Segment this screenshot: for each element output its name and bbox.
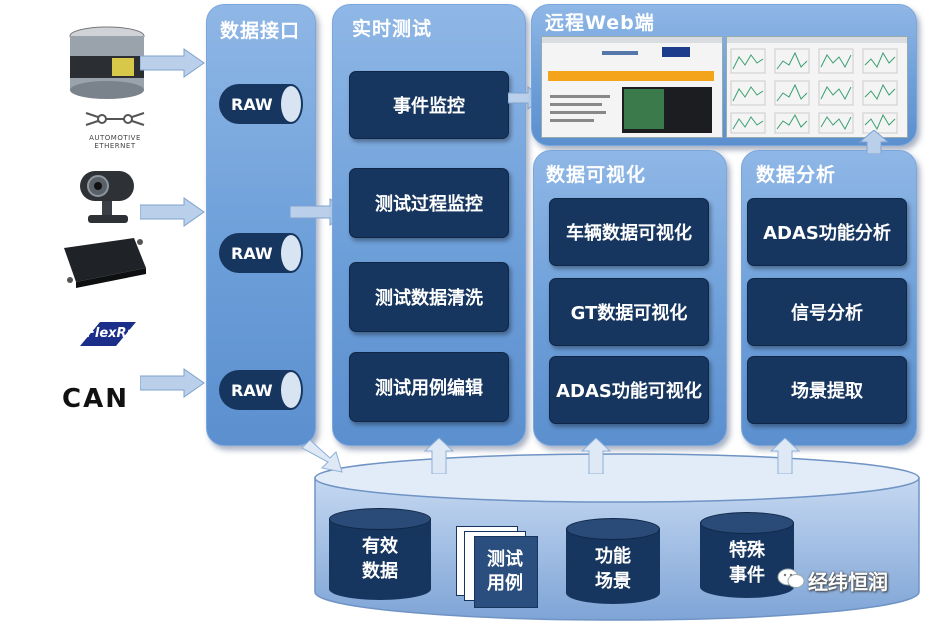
lidar-sensor-icon	[62, 22, 152, 104]
adas-function-visualization-box: ADAS功能可视化	[549, 356, 709, 424]
flexray-logo: FlexRay	[76, 316, 146, 356]
adas-function-analysis-box: ADAS功能分析	[747, 198, 907, 266]
gt-data-visualization-box: GT数据可视化	[549, 278, 709, 346]
can-label: CAN	[62, 384, 129, 414]
test-process-monitor-box: 测试过程监控	[349, 168, 509, 238]
function-scene-cylinder: 功能场景	[566, 518, 660, 604]
special-event-line1: 特殊	[729, 540, 765, 561]
arrow-right-icon	[140, 48, 205, 78]
valid-data-cylinder: 有效数据	[329, 508, 431, 600]
function-scene-line2: 场景	[595, 571, 631, 592]
automotive-ethernet-line2: ETHERNET	[94, 142, 136, 150]
arrow-right-icon	[140, 368, 205, 398]
valid-data-line2: 数据	[362, 561, 398, 582]
raw-cylinder: RAW	[219, 370, 303, 410]
vehicle-data-visualization-box: 车辆数据可视化	[549, 198, 709, 266]
test-data-cleaning-box: 测试数据清洗	[349, 262, 509, 332]
web-screenshot-right	[726, 36, 908, 138]
arrow-up-icon	[770, 438, 800, 474]
event-monitor-box: 事件监控	[349, 71, 509, 139]
web-screenshot-left	[541, 36, 723, 138]
analysis-title: 数据分析	[756, 164, 837, 186]
automotive-ethernet-logo: AUTOMOTIVE ETHERNET	[80, 108, 150, 156]
arrow-right-icon	[140, 197, 205, 227]
radar-box-icon	[56, 230, 152, 294]
raw-cylinder: RAW	[219, 233, 303, 273]
arrow-up-icon	[859, 130, 889, 154]
visualization-title: 数据可视化	[546, 164, 647, 186]
watermark-text: 经纬恒润	[808, 570, 888, 594]
test-case-line2: 用例	[487, 573, 523, 594]
raw-cylinder: RAW	[219, 84, 303, 124]
function-scene-line1: 功能	[595, 546, 631, 567]
arrow-down-right-icon	[301, 440, 343, 473]
valid-data-line1: 有效	[362, 536, 398, 557]
flexray-label: FlexRay	[86, 326, 144, 341]
arrow-up-icon	[581, 438, 611, 474]
signal-analysis-box: 信号分析	[747, 278, 907, 346]
wechat-icon	[776, 566, 806, 590]
scene-extraction-box: 场景提取	[747, 356, 907, 424]
automotive-ethernet-line1: AUTOMOTIVE	[89, 134, 141, 142]
remote-web-title: 远程Web端	[545, 12, 655, 34]
data-interface-title: 数据接口	[220, 20, 301, 42]
arrow-up-icon	[424, 438, 454, 474]
realtime-test-title: 实时测试	[352, 18, 433, 40]
special-event-line2: 事件	[729, 565, 765, 586]
camera-icon	[72, 165, 142, 229]
test-case-edit-box: 测试用例编辑	[349, 352, 509, 422]
test-case-documents: 测试 用例	[456, 526, 542, 608]
test-case-line1: 测试	[487, 549, 523, 570]
